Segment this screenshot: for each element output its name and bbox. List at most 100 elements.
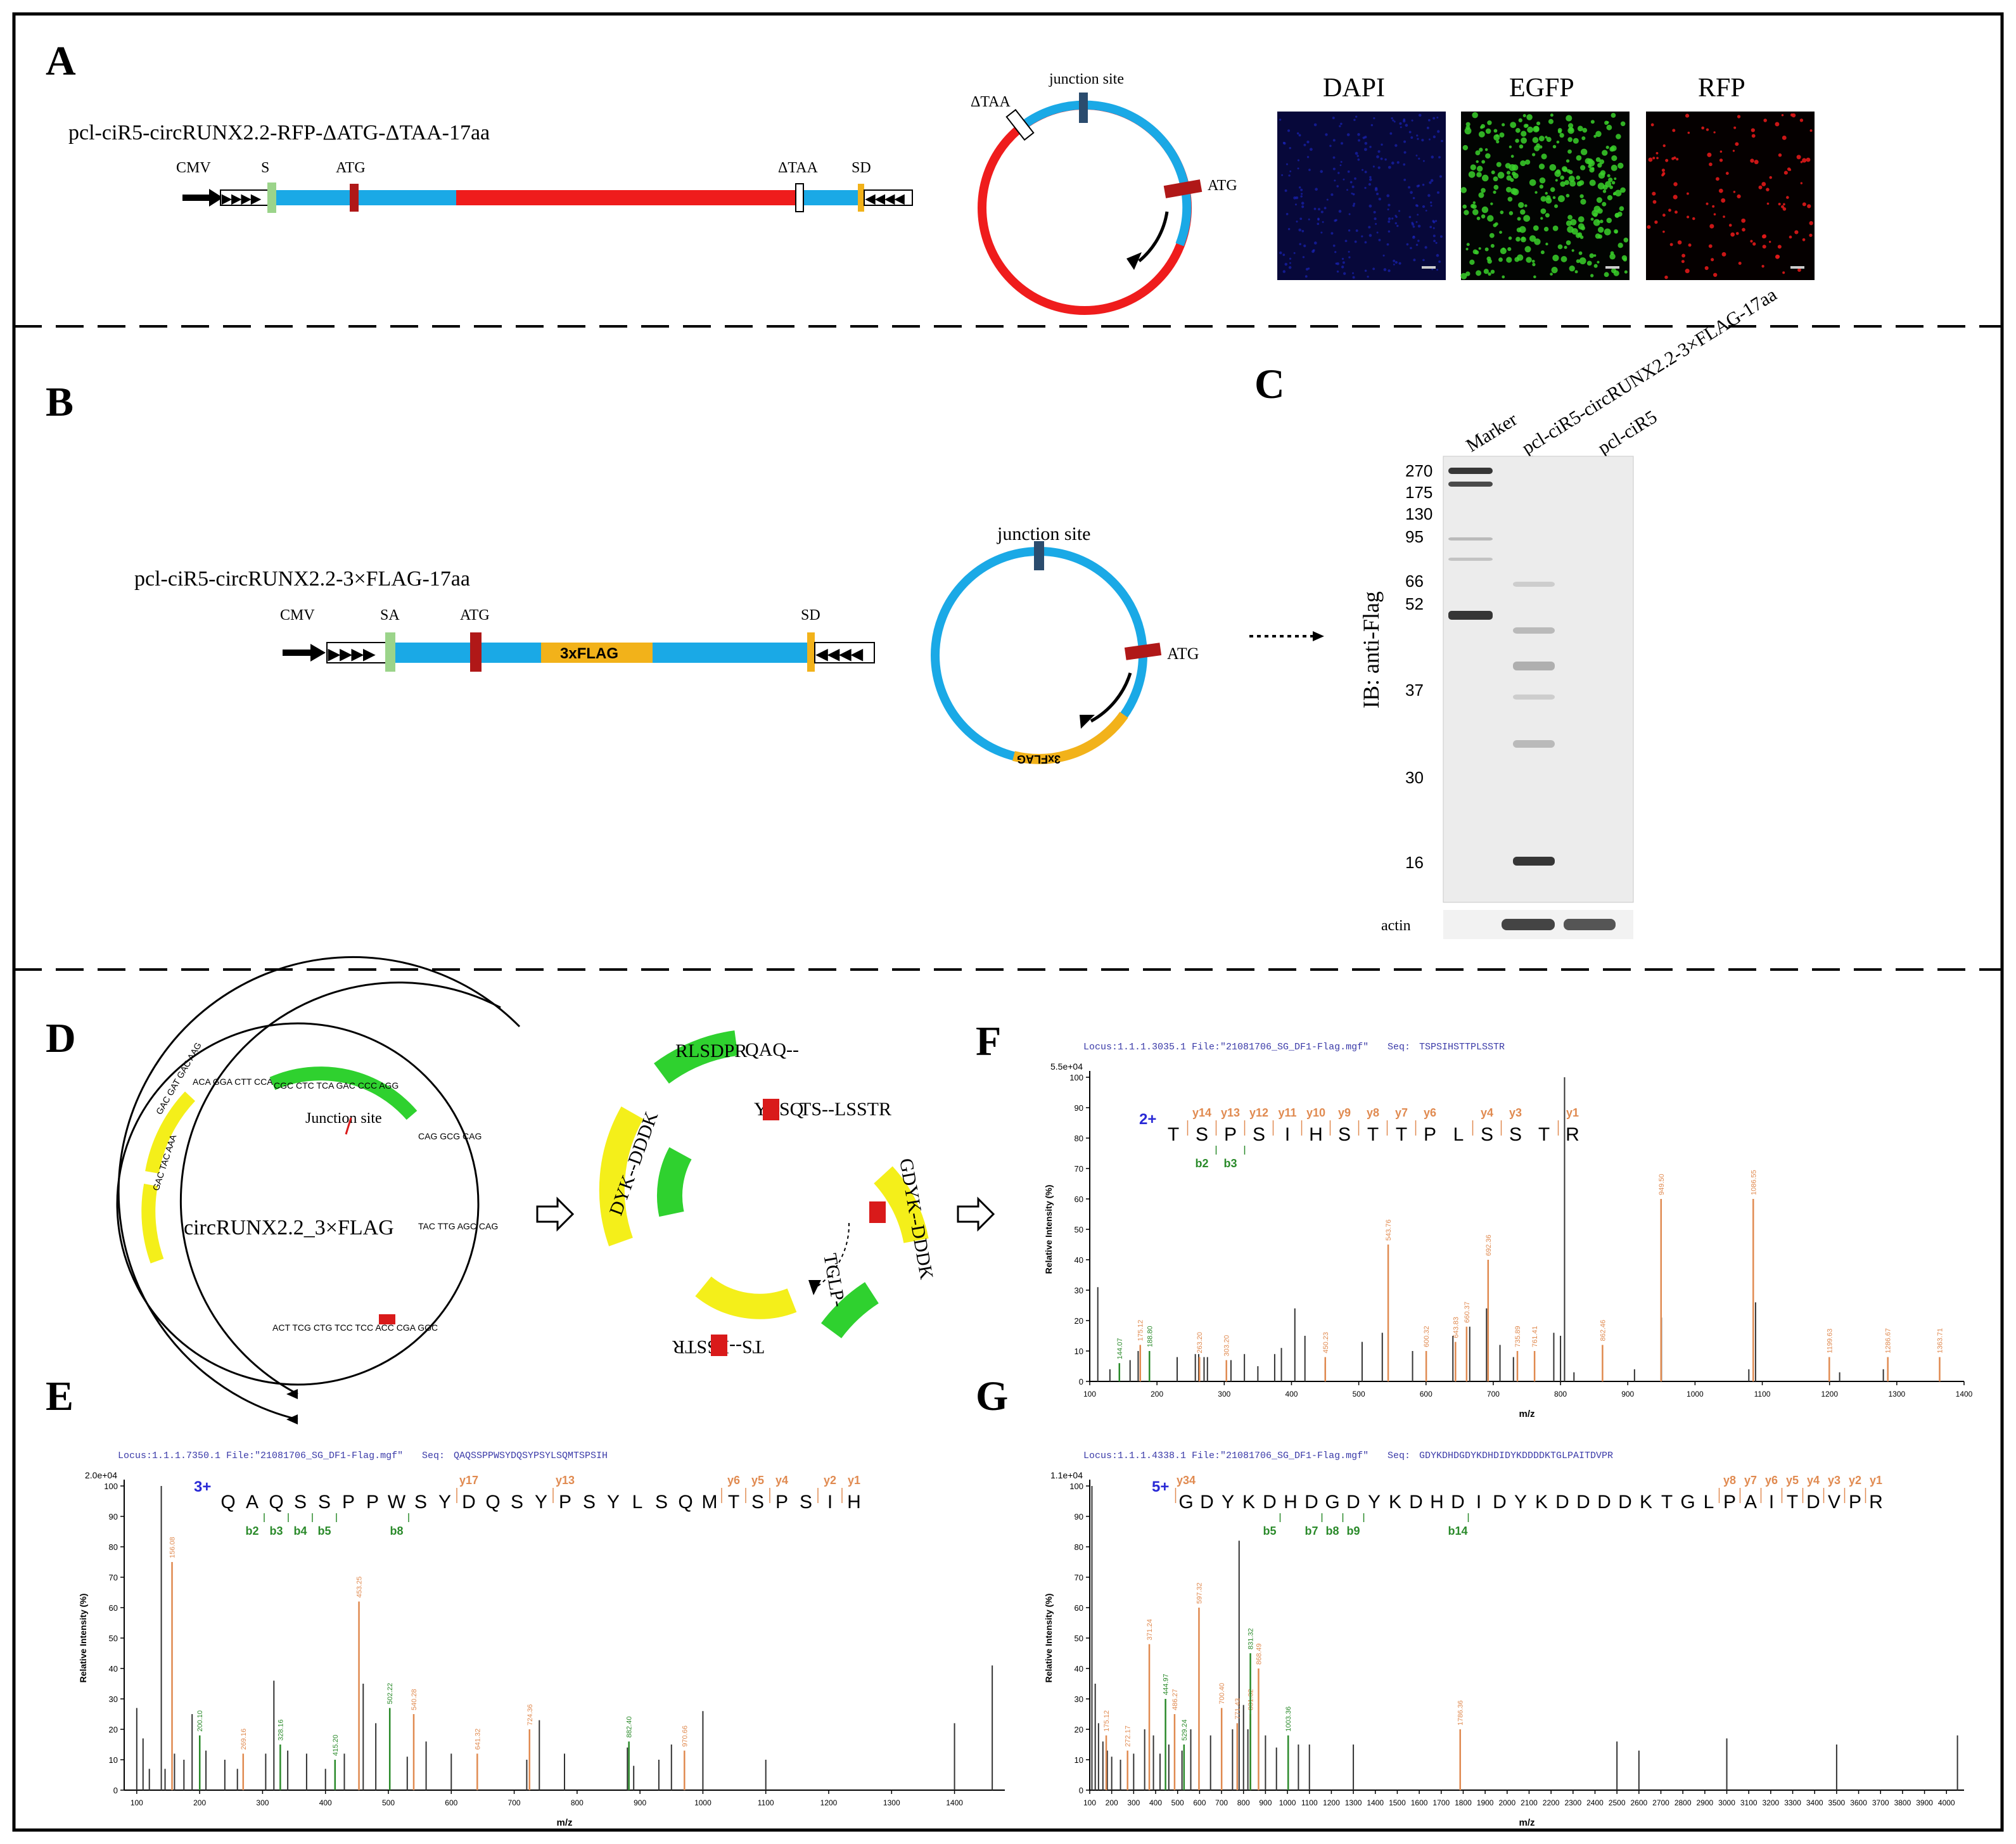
dapi-cell (1325, 133, 1328, 136)
dapi-cell (1282, 253, 1286, 257)
protein-ring-guide (587, 1035, 924, 1373)
actin-band-2 (1564, 919, 1616, 930)
egfp-cell (1491, 170, 1495, 175)
rfp-cell (1799, 118, 1804, 122)
dapi-cell (1352, 272, 1355, 274)
rfp-cell (1735, 232, 1739, 235)
egfp-cell (1500, 210, 1504, 214)
egfp-cell (1605, 181, 1612, 188)
egfp-cell (1519, 144, 1524, 149)
b-ion-label: b4 (293, 1525, 307, 1537)
protein-frag-inner-top2: TS--LSSTR (800, 1099, 891, 1120)
peak-mz-label: 868.49 (1255, 1643, 1263, 1665)
egfp-cell (1602, 150, 1608, 156)
egfp-cell (1485, 128, 1491, 134)
dapi-cell (1289, 262, 1291, 264)
start-codon-marker-d (379, 1314, 395, 1324)
dapi-cell (1374, 217, 1377, 221)
dapi-cell (1364, 186, 1367, 189)
egfp-cell (1550, 187, 1555, 193)
dapi-cell (1438, 260, 1441, 263)
dapi-cell (1300, 188, 1303, 191)
egfp-cell (1560, 181, 1566, 187)
panel-letter-b: B (46, 379, 73, 425)
rfp-cell (1709, 162, 1713, 167)
atg-marker-circle-a (1163, 179, 1203, 198)
scale-bar (1422, 266, 1436, 269)
methionine-marker-3 (711, 1335, 727, 1356)
peak-mz-label: 156.08 (169, 1537, 177, 1558)
peak-mz-label: 144.07 (1116, 1338, 1124, 1360)
rfp-cell (1782, 271, 1785, 274)
b-ion-label: b3 (1223, 1157, 1237, 1170)
rfp-cell (1783, 170, 1788, 175)
dapi-cell (1351, 192, 1353, 195)
peak-mz-label: 724.36 (526, 1704, 534, 1726)
residue-letter: I (1285, 1124, 1290, 1145)
micro-title-egfp: EGFP (1509, 74, 1574, 103)
intron-right-b (814, 642, 875, 663)
dapi-cell (1332, 244, 1336, 247)
rfp-cell (1665, 158, 1669, 162)
egfp-cell (1523, 215, 1531, 222)
dapi-cell (1412, 225, 1415, 228)
peak-mz-label: 188.80 (1146, 1326, 1154, 1347)
protein-inner-arrow (817, 1222, 850, 1287)
egfp-cell (1602, 189, 1607, 193)
dapi-cell (1341, 266, 1344, 269)
egfp-cell (1536, 121, 1541, 125)
rfp-cell (1672, 129, 1676, 132)
dapi-cell (1430, 179, 1434, 182)
egfp-cell (1566, 193, 1570, 198)
peak-mz-label: 453.25 (356, 1577, 364, 1598)
egfp-cell (1552, 196, 1556, 200)
residue-letter: S (511, 1492, 523, 1513)
junction-label-a: junction site (1049, 71, 1124, 87)
dapi-cell (1354, 177, 1356, 180)
egfp-cell (1604, 272, 1609, 278)
egfp-cell (1498, 257, 1503, 262)
rfp-cell (1706, 202, 1709, 205)
residue-letter: T (1787, 1492, 1798, 1513)
y-tick-label: 100 (1069, 1482, 1083, 1491)
marker-size-270: 270 (1405, 461, 1432, 480)
y-ion-label: y6 (1765, 1474, 1778, 1487)
dapi-cell (1349, 181, 1353, 184)
rfp-cell (1758, 185, 1763, 189)
dapi-cell (1352, 276, 1355, 279)
x-tick-label: 1000 (1279, 1798, 1296, 1807)
seq-arc-green (269, 1066, 418, 1120)
egfp-cell (1588, 164, 1592, 169)
egfp-cell (1545, 136, 1548, 139)
dapi-cell (1388, 203, 1391, 207)
rfp-cell (1796, 155, 1801, 160)
egfp-cell (1596, 197, 1602, 203)
rfp-cell (1737, 115, 1741, 118)
rfp-cell (1713, 131, 1716, 134)
egfp-cell (1465, 122, 1471, 127)
egfp-cell (1532, 137, 1539, 143)
egfp-cell (1490, 243, 1495, 248)
egfp-cell (1567, 137, 1573, 143)
egfp-cell (1555, 169, 1561, 174)
peak-mz-label: 502.22 (386, 1683, 394, 1705)
residue-letter: Q (485, 1492, 500, 1513)
b-ion-label: b8 (390, 1525, 403, 1537)
rfp-cell (1742, 227, 1745, 232)
egfp-cell (1524, 159, 1531, 165)
egfp-cell (1489, 233, 1495, 238)
dapi-cell (1358, 139, 1360, 142)
egfp-cell (1502, 247, 1505, 250)
dapi-cell (1303, 143, 1306, 146)
sample-band (1513, 857, 1555, 866)
egfp-cell (1534, 191, 1538, 194)
egfp-cell (1465, 271, 1471, 276)
x-tick-label: 1400 (946, 1798, 963, 1807)
cmv-arrow-icon (209, 189, 223, 207)
x-tick-label: 3000 (1718, 1798, 1735, 1807)
y-tick-label: 20 (1075, 1316, 1083, 1326)
label-a-s: S (261, 160, 269, 176)
x-tick-label: 1300 (1345, 1798, 1362, 1807)
dapi-cell (1432, 117, 1436, 120)
rfp-cell (1692, 217, 1695, 221)
